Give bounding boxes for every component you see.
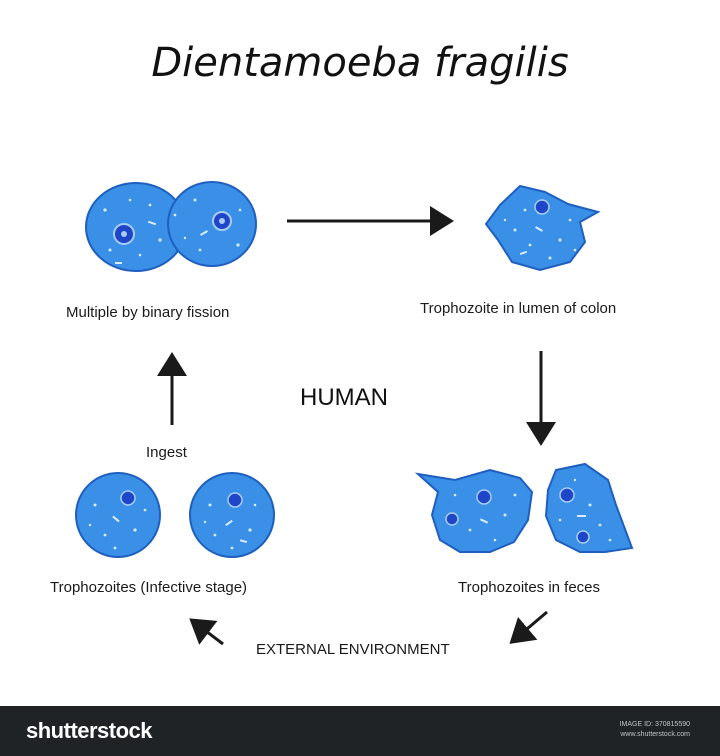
image-id: IMAGE ID: 370815590 www.shutterstock.com <box>620 720 690 740</box>
feces-trophozoites <box>414 462 634 553</box>
lumen-label: Trophozoite in lumen of colon <box>420 300 617 317</box>
diagram-title: Dientamoeba fragilis <box>151 40 569 86</box>
arrow-feces-to-environment <box>509 610 548 644</box>
image-id-text: IMAGE ID: 370815590 <box>619 721 690 728</box>
site-text: www.shutterstock.com <box>620 731 690 738</box>
binary-fission-label: Multiple by binary fission <box>66 304 230 321</box>
shutterstock-logo: shutterstock <box>26 718 153 743</box>
infective-trophozoites <box>75 472 275 558</box>
watermark-footer: shutterstock IMAGE ID: 370815590 www.shu… <box>0 706 720 756</box>
environment-label: EXTERNAL ENVIRONMENT <box>256 641 450 658</box>
feces-label: Trophozoites in feces <box>458 579 601 596</box>
lumen-trophozoite <box>484 184 601 272</box>
life-cycle-art <box>75 181 634 646</box>
arrow-environment-to-infective <box>189 618 224 646</box>
infective-label: Trophozoites (Infective stage) <box>50 579 248 596</box>
diagram-canvas: Dientamoeba fragilis <box>50 40 634 658</box>
binary-fission-cell <box>85 181 257 272</box>
ingest-label: Ingest <box>146 444 187 461</box>
host-label: HUMAN <box>300 384 388 411</box>
